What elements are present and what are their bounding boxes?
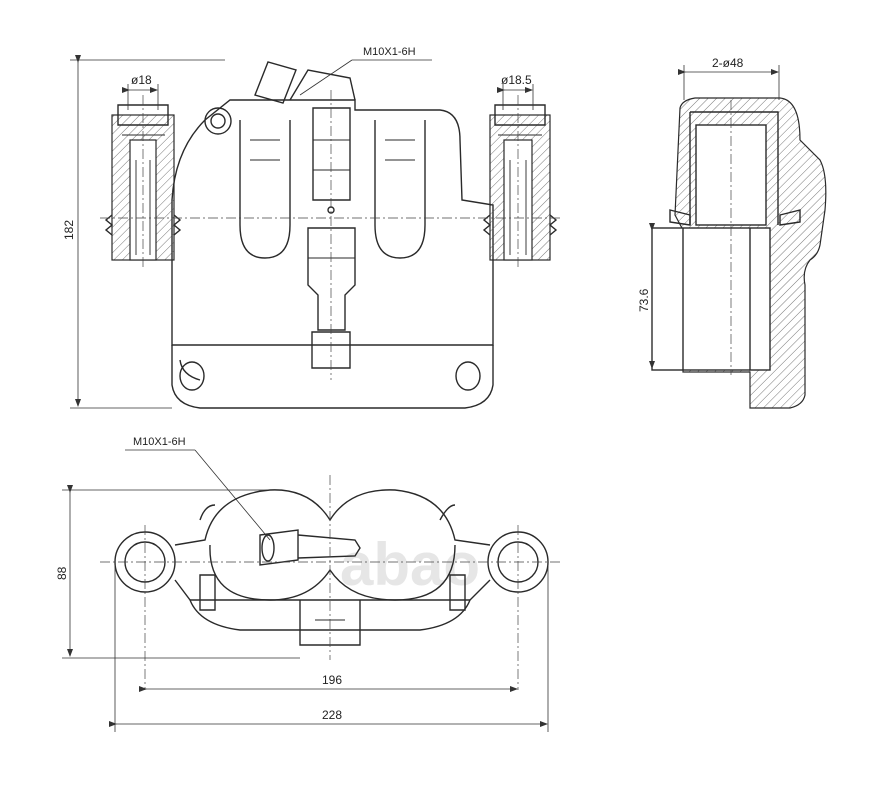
watermark: abao [340,531,480,598]
side-view: 2-ø48 73.6 [637,56,827,409]
bleed-nipple [254,61,297,104]
guide-pin-right [482,104,558,261]
front-thread-callout: M10X1-6H [363,46,416,58]
bridge-tab [311,331,351,369]
top-thread-callout: M10X1-6H [133,436,186,448]
top-view: 88 196 228 M10X1-6H [55,436,560,732]
mount-hole-right [455,361,481,391]
dim-overall-width: 228 [322,708,342,722]
mount-hole-left [179,361,205,391]
bleed-fitting [259,529,299,566]
caliper-body-outline [171,245,494,346]
cylinder-right [374,120,426,259]
dim-inner-width: 196 [322,673,342,687]
front-view: 182 ø18 ø18.5 M10X1-6H [62,46,560,409]
dim-pistons: 2-ø48 [712,56,744,70]
dim-bore-right: ø18.5 [501,73,532,87]
dim-side-height: 73.6 [637,288,651,312]
caliper-top-outline [171,99,494,245]
dim-top-height: 88 [55,566,69,580]
dim-bore-left: ø18 [131,73,152,87]
guide-pin-left [104,104,182,261]
dim-front-height: 182 [62,220,76,240]
cylinder-left [239,120,291,259]
center-spine [312,107,351,201]
inlet-port [204,107,232,135]
brake-pad [651,227,771,371]
caliper-bridge-outline [171,345,494,409]
